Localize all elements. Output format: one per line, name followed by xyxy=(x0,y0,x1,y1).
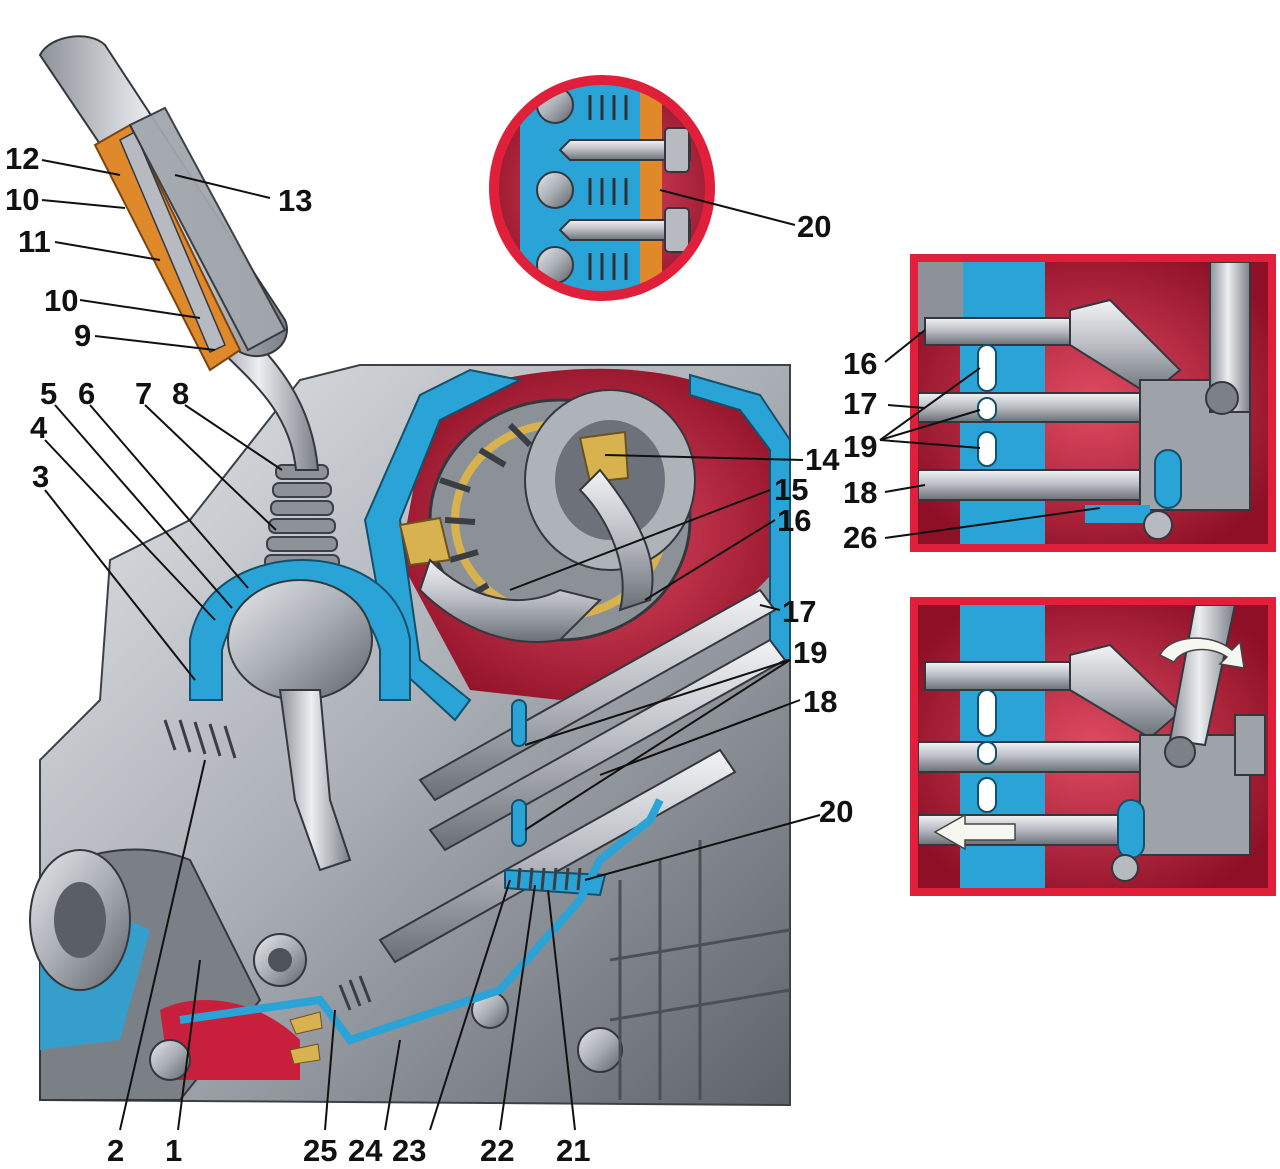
label-10-upper: 10 xyxy=(5,182,40,217)
label-18-box: 18 xyxy=(843,475,878,510)
label-20-circle: 20 xyxy=(797,209,832,244)
label-21: 21 xyxy=(556,1133,591,1168)
label-19-box: 19 xyxy=(843,429,878,464)
label-16-main: 16 xyxy=(777,503,812,538)
label-17-main: 17 xyxy=(782,594,817,629)
leader-lines xyxy=(41,159,1101,1131)
label-2: 2 xyxy=(107,1133,125,1168)
label-5: 5 xyxy=(40,376,58,411)
label-26-box: 26 xyxy=(843,520,878,555)
label-1: 1 xyxy=(165,1133,183,1168)
label-15: 15 xyxy=(774,472,809,507)
detail-box-engaged xyxy=(910,597,1276,896)
label-25: 25 xyxy=(303,1133,338,1168)
rotate-arrow-icon xyxy=(1158,637,1245,669)
label-7: 7 xyxy=(135,376,153,411)
label-17-box: 17 xyxy=(843,386,878,421)
gearbox-housing xyxy=(29,364,791,1107)
label-10-lower: 10 xyxy=(44,283,79,318)
gear-lever xyxy=(38,35,411,872)
detail-box-neutral xyxy=(910,254,1276,552)
label-13: 13 xyxy=(278,183,313,218)
push-arrow-icon xyxy=(933,813,1016,851)
label-4: 4 xyxy=(30,410,48,445)
label-24: 24 xyxy=(348,1133,383,1168)
label-8: 8 xyxy=(172,376,190,411)
label-20-main: 20 xyxy=(819,794,854,829)
label-3: 3 xyxy=(32,459,50,494)
label-19-main: 19 xyxy=(793,635,828,670)
label-11: 11 xyxy=(18,224,51,259)
label-18-main: 18 xyxy=(803,684,838,719)
label-22: 22 xyxy=(480,1133,515,1168)
label-16-box: 16 xyxy=(843,346,878,381)
label-9: 9 xyxy=(74,318,92,353)
label-14: 14 xyxy=(805,442,840,477)
label-23: 23 xyxy=(392,1133,427,1168)
label-6: 6 xyxy=(78,376,96,411)
label-12: 12 xyxy=(5,141,40,176)
detail-circle-detents xyxy=(489,75,715,301)
